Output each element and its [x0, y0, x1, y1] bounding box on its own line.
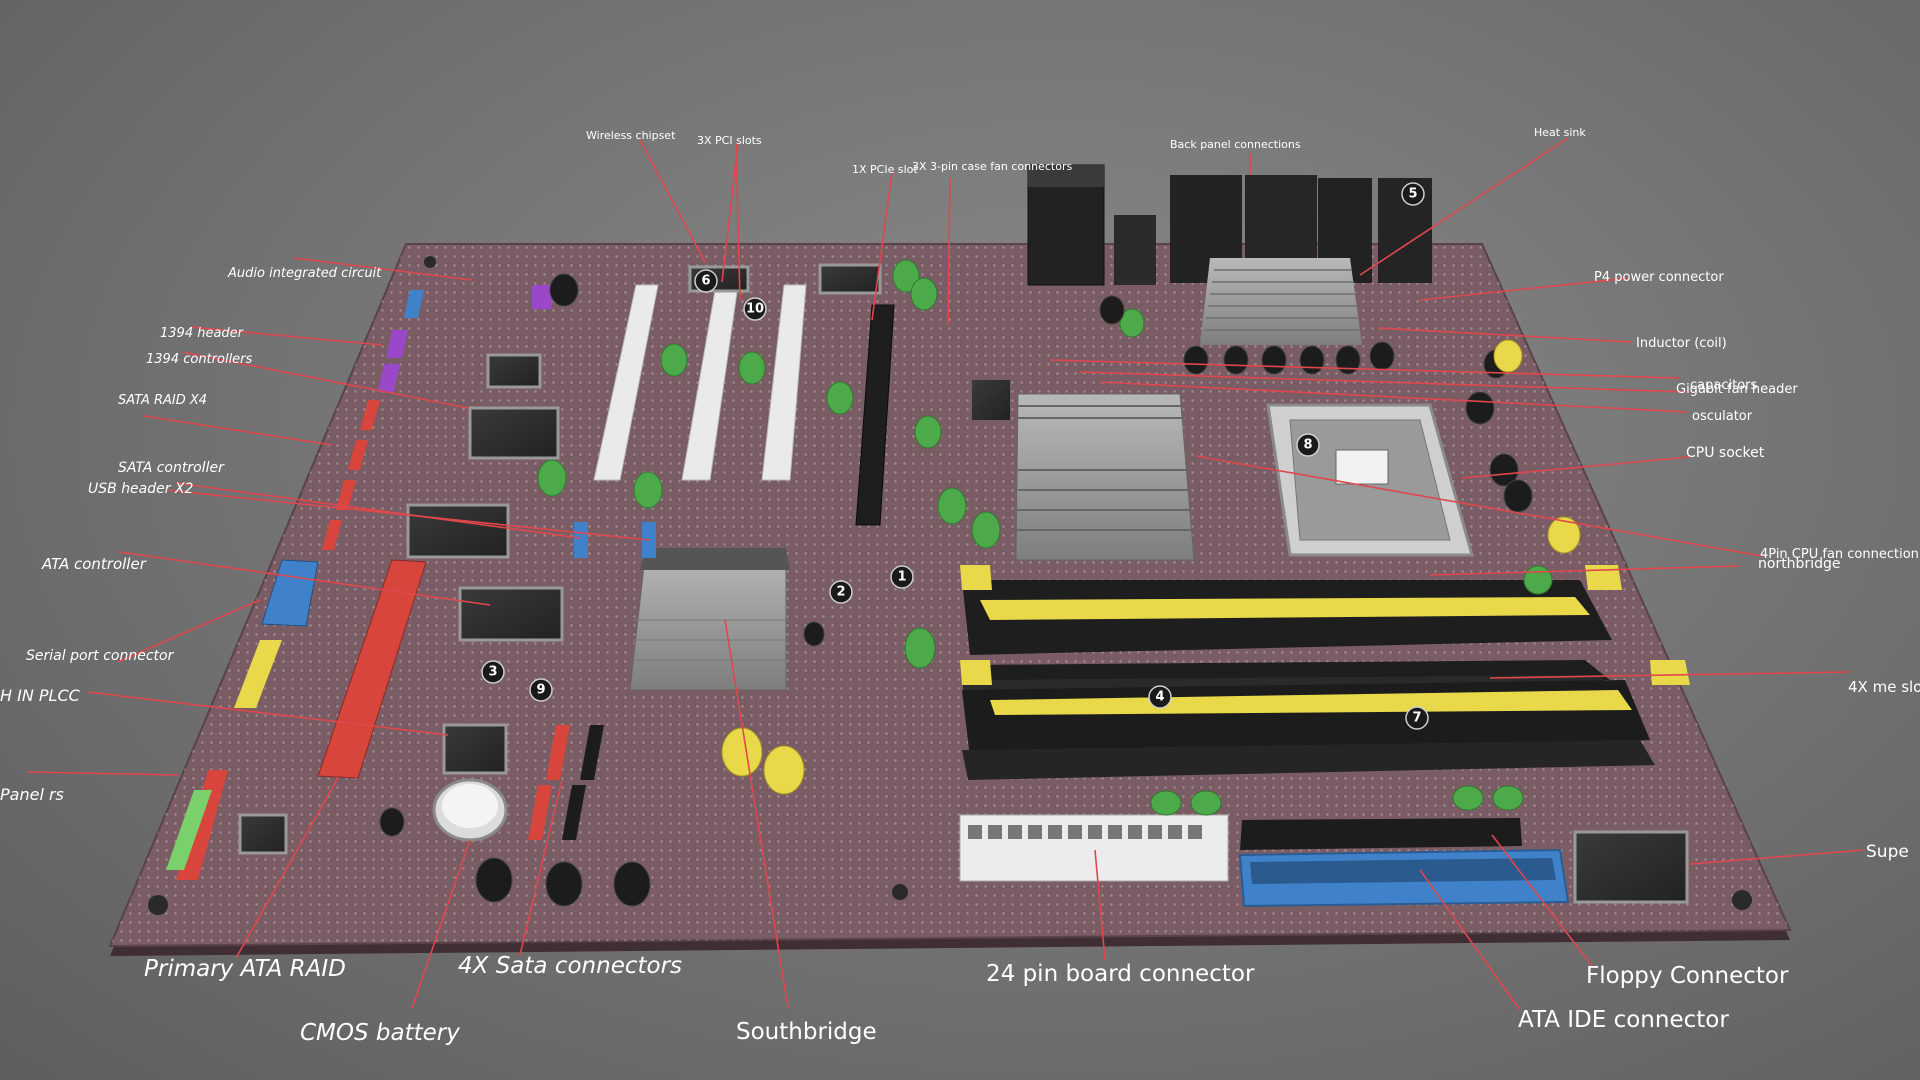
- badge-6: 6: [694, 269, 718, 293]
- label-capacitors: capacitors: [1690, 378, 1757, 393]
- southbridge-heatsink: [629, 547, 790, 691]
- pci-slots: [593, 284, 807, 481]
- svg-text:9: 9: [536, 683, 545, 698]
- label-memory-slots: 4X me slots: [1848, 678, 1920, 696]
- label-cmos-battery: CMOS battery: [300, 1020, 460, 1046]
- ic-chips: [238, 263, 1689, 904]
- label-audio-circuit: Audio integrated circuit: [227, 266, 382, 281]
- svg-text:2: 2: [836, 585, 845, 600]
- label-pci-slots: 3X PCI slots: [697, 134, 762, 147]
- svg-text:8: 8: [1303, 438, 1312, 453]
- cmos-battery: [432, 778, 508, 842]
- svg-text:3: 3: [488, 665, 497, 680]
- label-case-fan-connectors: 3X 3-pin case fan connectors: [912, 160, 1072, 173]
- label-ata-controller: ATA controller: [41, 555, 147, 573]
- badge-9: 9: [529, 678, 553, 702]
- label-1394-controllers: 1394 controllers: [146, 352, 253, 367]
- label-northbridge: northbridge: [1758, 556, 1840, 572]
- label-inductor: Inductor (coil): [1636, 336, 1727, 351]
- label-usb-header: USB header X2: [88, 481, 194, 497]
- badge-8: 8: [1296, 433, 1320, 457]
- pcie-slot: [855, 304, 895, 526]
- 1394-headers: [378, 285, 552, 392]
- label-gigabit: Gigabit fan header: [1676, 382, 1798, 397]
- northbridge-heatsink: [1015, 393, 1195, 561]
- vrm-heat-sink: [1200, 258, 1362, 345]
- label-ata-ide-connector: ATA IDE connector: [1518, 1007, 1729, 1033]
- svg-text:6: 6: [701, 274, 710, 289]
- svg-text:1: 1: [897, 570, 906, 585]
- label-back-panel: Back panel connections: [1170, 138, 1301, 151]
- label-cpu-socket: CPU socket: [1686, 445, 1765, 461]
- svg-text:4: 4: [1155, 690, 1164, 705]
- label-wireless-chipset: Wireless chipset: [586, 129, 676, 142]
- ata-ide-connector: [1238, 848, 1570, 908]
- front-panel-pins: [166, 770, 228, 880]
- floppy-connector: [1240, 818, 1522, 850]
- label-floppy-connector: Floppy Connector: [1586, 963, 1789, 989]
- svg-text:5: 5: [1408, 187, 1417, 202]
- label-p4-power: P4 power connector: [1594, 270, 1724, 285]
- label-24pin-connector: 24 pin board connector: [986, 961, 1255, 987]
- badge-10: 10: [743, 297, 767, 321]
- label-flash-plcc: H IN PLCC: [0, 686, 81, 705]
- sata-connectors: [528, 725, 604, 840]
- label-serial-port: Serial port connector: [26, 648, 175, 664]
- serial-port-header: [234, 640, 282, 708]
- label-heat-sink: Heat sink: [1534, 126, 1586, 139]
- sata-raid-headers: [322, 400, 380, 550]
- badge-1: 1: [890, 565, 914, 589]
- badge-3: 3: [481, 660, 505, 684]
- label-oscillator: osculator: [1692, 409, 1753, 424]
- label-pcie-slot: 1X PCIe slot: [852, 163, 918, 176]
- label-super-io: Supe: [1866, 842, 1909, 862]
- leader-lines: [27, 137, 1865, 1011]
- label-southbridge: Southbridge: [736, 1019, 877, 1045]
- badge-4: 4: [1148, 685, 1172, 709]
- badge-2: 2: [829, 580, 853, 604]
- label-cpu-fan: 4Pin CPU fan connection: [1760, 547, 1919, 562]
- svg-text:7: 7: [1412, 711, 1421, 726]
- label-sata-connectors: 4X Sata connectors: [458, 953, 682, 979]
- label-sata-controller: SATA controller: [118, 460, 225, 476]
- label-1394-header: 1394 header: [160, 326, 245, 341]
- svg-text:10: 10: [746, 302, 764, 317]
- label-primary-ata-raid: Primary ATA RAID: [144, 956, 346, 982]
- memory-slots: [960, 565, 1690, 780]
- atx-24pin-connector: [959, 814, 1229, 882]
- ata-controller-header: [261, 559, 319, 627]
- label-sata-raid: SATA RAID X4: [118, 393, 207, 408]
- badge-7: 7: [1405, 706, 1429, 730]
- badge-5: 5: [1401, 182, 1425, 206]
- label-front-panel: Panel rs: [0, 785, 64, 804]
